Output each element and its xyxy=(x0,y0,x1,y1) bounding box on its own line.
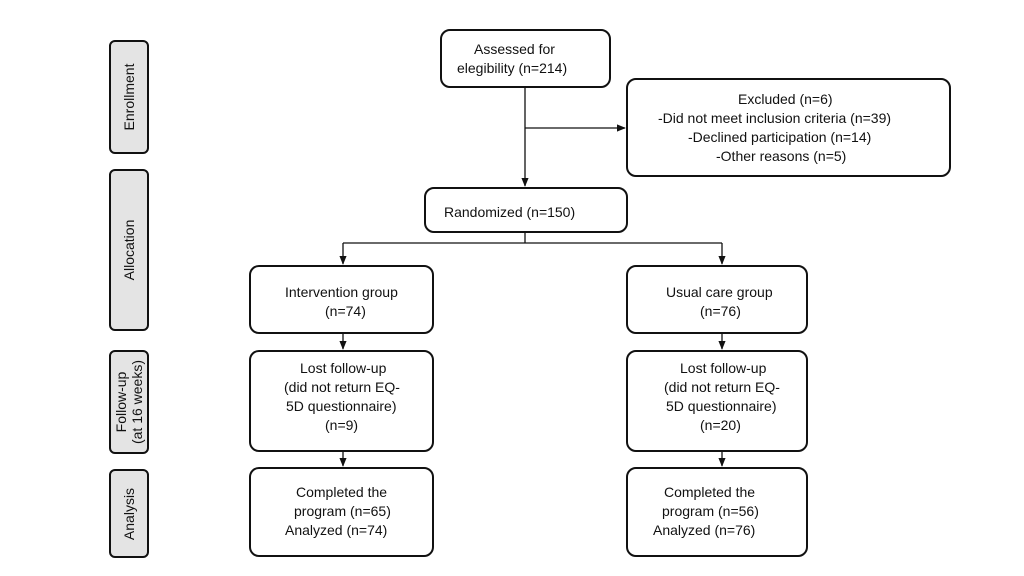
excluded-line1: Excluded (n=6) xyxy=(738,91,833,107)
stage-followup: Follow-up (at 16 weeks) xyxy=(109,350,149,454)
assessed-line1: Assessed for xyxy=(474,41,555,57)
lost-followup-usual-box: Lost follow-up (did not return EQ- 5D qu… xyxy=(626,350,808,452)
lost-usual-line2: (did not return EQ- xyxy=(664,379,780,395)
lost-intervention-line3: 5D questionnaire) xyxy=(286,398,397,414)
analysis-intervention-line1: Completed the xyxy=(296,484,388,500)
lost-usual-line3: 5D questionnaire) xyxy=(666,398,777,414)
lost-intervention-line1: Lost follow-up xyxy=(300,360,387,376)
randomized-box: Randomized (n=150) xyxy=(424,187,628,233)
analysis-intervention-line2: program (n=65) xyxy=(294,503,391,519)
lost-intervention-line2: (did not return EQ- xyxy=(284,379,400,395)
excluded-box: Excluded (n=6) -Did not meet inclusion c… xyxy=(626,78,951,177)
usual-care-line1: Usual care group xyxy=(666,284,773,300)
analysis-usual-box: Completed the program (n=56) Analyzed (n… xyxy=(626,467,808,557)
analysis-usual-line2: program (n=56) xyxy=(662,503,759,519)
intervention-line2: (n=74) xyxy=(325,303,366,319)
intervention-group-box: Intervention group (n=74) xyxy=(249,265,434,334)
stage-allocation: Allocation xyxy=(109,169,149,331)
assessed-line2: elegibility (n=214) xyxy=(457,60,568,76)
analysis-usual-line1: Completed the xyxy=(664,484,756,500)
lost-intervention-line4: (n=9) xyxy=(325,417,359,433)
excluded-line3: -Declined participation (n=14) xyxy=(688,129,872,145)
analysis-intervention-box: Completed the program (n=65) Analyzed (n… xyxy=(249,467,434,557)
lost-usual-line4: (n=20) xyxy=(700,417,741,433)
excluded-line4: -Other reasons (n=5) xyxy=(716,148,847,164)
analysis-usual-line3: Analyzed (n=76) xyxy=(653,522,756,538)
intervention-line1: Intervention group xyxy=(285,284,398,300)
analysis-intervention-line3: Analyzed (n=74) xyxy=(285,522,388,538)
lost-followup-intervention-box: Lost follow-up (did not return EQ- 5D qu… xyxy=(249,350,434,452)
usual-care-line2: (n=76) xyxy=(700,303,741,319)
stage-analysis: Analysis xyxy=(109,469,149,558)
excluded-line2: -Did not meet inclusion criteria (n=39) xyxy=(658,110,892,126)
stage-enrollment: Enrollment xyxy=(109,40,149,154)
lost-usual-line1: Lost follow-up xyxy=(680,360,767,376)
assessed-box: Assessed for elegibility (n=214) xyxy=(440,29,611,88)
usual-care-group-box: Usual care group (n=76) xyxy=(626,265,808,334)
randomized-line1: Randomized (n=150) xyxy=(444,204,576,220)
